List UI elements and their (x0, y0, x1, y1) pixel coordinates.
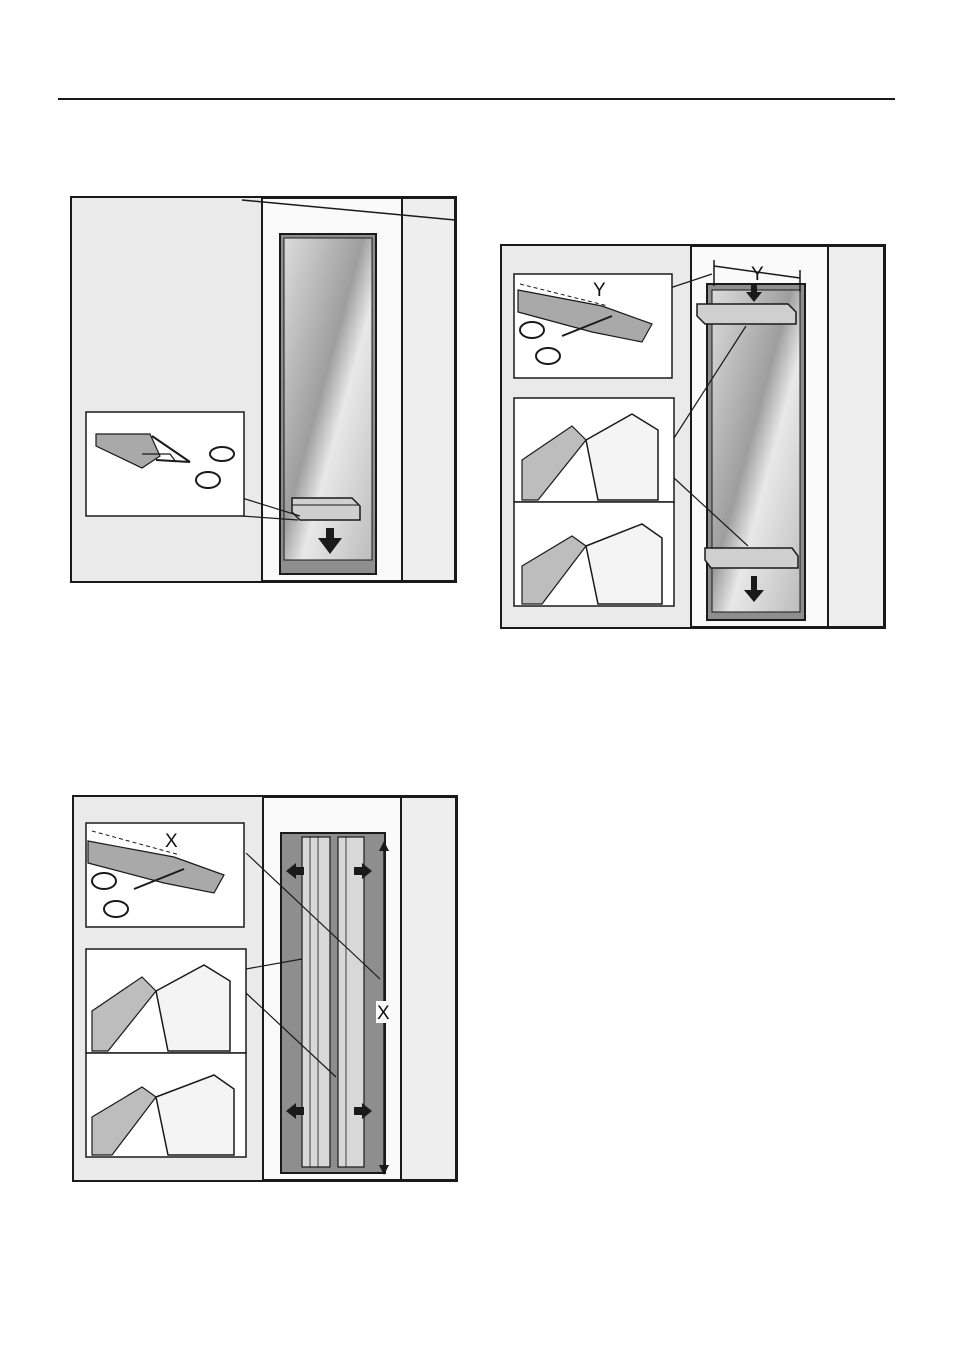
figure-2-illustration: Y Y (502, 246, 884, 627)
figure-1 (70, 196, 457, 583)
dimension-y-label: Y (751, 264, 764, 285)
strip-icon (292, 498, 360, 520)
bottom-strip-icon (705, 548, 798, 568)
detail-inset (86, 412, 244, 516)
left-vertical-strip (302, 837, 330, 1167)
figure-2: Y Y (500, 244, 886, 629)
figure-3-illustration: X X (74, 797, 456, 1180)
right-vertical-strip (338, 837, 364, 1167)
top-strip-icon (697, 304, 796, 324)
inset-x-label: X (165, 831, 178, 852)
figure-1-illustration (72, 198, 455, 581)
figure-3: X X (72, 795, 458, 1182)
inset-y-label: Y (593, 280, 606, 301)
header-rule (58, 98, 895, 100)
dimension-x-label: X (377, 1003, 390, 1024)
